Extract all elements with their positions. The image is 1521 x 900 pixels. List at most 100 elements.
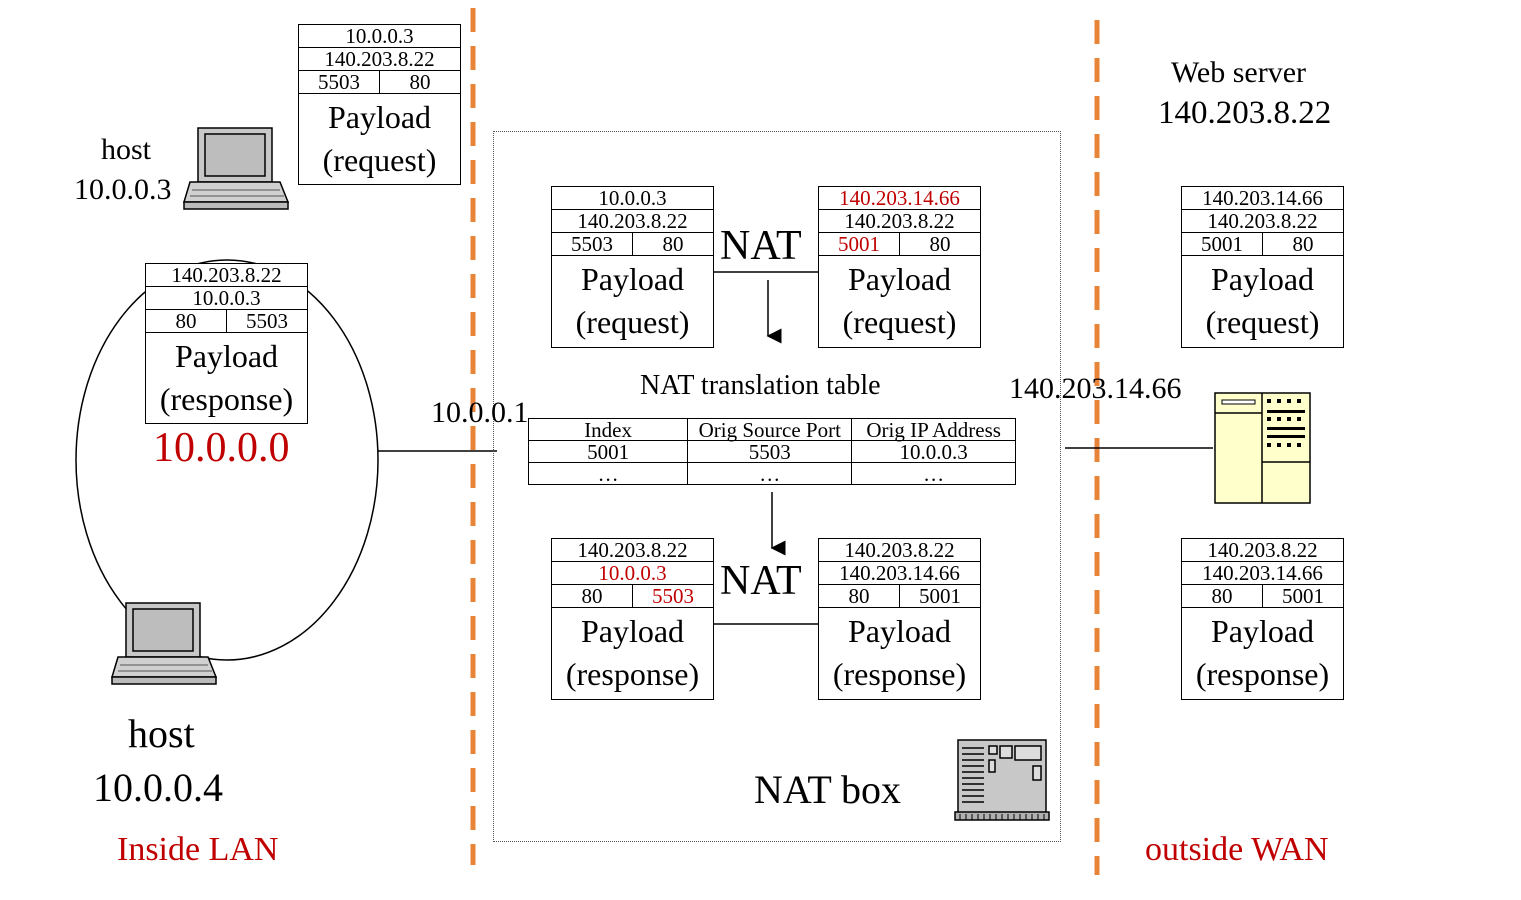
- laptop-top-icon: [182, 127, 290, 210]
- host-top-ip: 10.0.0.3: [74, 173, 172, 206]
- payload-title: Payload: [174, 338, 279, 374]
- table-cell: …: [851, 462, 1016, 485]
- packet-nat-in-response: 140.203.8.22 140.203.14.66 80 5001 Paylo…: [818, 538, 981, 700]
- web-server-icon: [1214, 392, 1311, 504]
- packet-dport: 5001: [899, 585, 980, 607]
- packet-sport: 80: [1211, 585, 1233, 608]
- packet-nat-in-request: 10.0.0.3 140.203.8.22 5503 80 Payload (r…: [551, 186, 714, 348]
- packet-src: 140.203.8.22: [552, 539, 713, 562]
- packet-src: 140.203.8.22: [819, 539, 980, 562]
- packet-sport-translated: 5001: [838, 233, 880, 256]
- packet-dport: 80: [632, 233, 713, 255]
- packet-dst: 140.203.8.22: [552, 210, 713, 233]
- packet-sport: 80: [175, 310, 197, 333]
- payload-title: Payload: [847, 613, 952, 649]
- packet-payload: Payload (response): [146, 333, 307, 421]
- table-row: 5001 5503 10.0.0.3: [527, 440, 1016, 463]
- packet-src: 10.0.0.3: [552, 187, 713, 210]
- payload-kind: (response): [159, 381, 294, 417]
- packet-sport: 5503: [571, 233, 613, 256]
- payload-title: Payload: [580, 613, 685, 649]
- outside-wan-label: outside WAN: [1145, 831, 1329, 868]
- packet-dport: 5503: [226, 310, 307, 332]
- packet-ports: 5503 80: [299, 71, 460, 94]
- packet-dst: 140.203.8.22: [299, 48, 460, 71]
- packet-src: 140.203.8.22: [1182, 539, 1343, 562]
- table-cell: 5503: [687, 440, 853, 463]
- packet-src: 140.203.8.22: [146, 264, 307, 287]
- packet-src: 140.203.14.66: [1182, 187, 1343, 210]
- payload-kind: (request): [322, 142, 437, 178]
- packet-sport: 5503: [318, 71, 360, 94]
- nat-device-icon: [954, 739, 1050, 821]
- table-cell: …: [527, 462, 689, 485]
- packet-dport: 80: [379, 71, 460, 93]
- packet-dport: 80: [1262, 233, 1343, 255]
- packet-sport: 80: [848, 585, 870, 608]
- table-header-row: Index Orig Source Port Orig IP Address: [527, 418, 1016, 441]
- packet-dport: 5001: [1262, 585, 1343, 607]
- packet-dport: 80: [899, 233, 980, 255]
- table-header: Orig IP Address: [851, 418, 1016, 441]
- payload-kind: (request): [575, 304, 690, 340]
- packet-payload: Payload (request): [819, 256, 980, 344]
- packet-payload: Payload (response): [552, 608, 713, 696]
- host-bottom-label: host: [128, 711, 195, 756]
- packet-dst-translated: 10.0.0.3: [552, 562, 713, 585]
- packet-sport: 80: [581, 585, 603, 608]
- payload-title: Payload: [847, 261, 952, 297]
- payload-kind: (request): [1205, 304, 1320, 340]
- payload-kind: (response): [832, 656, 967, 692]
- packet-payload: Payload (response): [819, 608, 980, 696]
- table-cell: 5001: [527, 440, 689, 463]
- payload-title: Payload: [1210, 261, 1315, 297]
- nat-translation-table: Index Orig Source Port Orig IP Address 5…: [527, 418, 1016, 485]
- payload-kind: (response): [565, 656, 700, 692]
- nat-box-frame: [493, 131, 1061, 842]
- payload-kind: (request): [842, 304, 957, 340]
- nat-label-top: NAT: [720, 223, 802, 269]
- gateway-ip-label: 10.0.0.1: [431, 396, 529, 429]
- table-header: Index: [527, 418, 689, 441]
- packet-host-request: 10.0.0.3 140.203.8.22 5503 80 Payload (r…: [298, 24, 461, 185]
- packet-dport-translated: 5503: [632, 585, 713, 607]
- packet-wan-request: 140.203.14.66 140.203.8.22 5001 80 Paylo…: [1181, 186, 1344, 348]
- packet-src-translated: 140.203.14.66: [819, 187, 980, 210]
- lan-ellipse: [75, 259, 379, 661]
- packet-ports: 80 5503: [552, 585, 713, 608]
- packet-ports: 80 5001: [819, 585, 980, 608]
- table-cell: …: [687, 462, 853, 485]
- nat-box-label: NAT box: [754, 767, 902, 812]
- packet-payload: Payload (request): [1182, 256, 1343, 344]
- packet-ports: 5503 80: [552, 233, 713, 256]
- table-row: … … …: [527, 462, 1016, 485]
- packet-ports: 5001 80: [819, 233, 980, 256]
- host-top-label: host: [101, 133, 152, 166]
- lan-network-label: 10.0.0.0: [153, 425, 290, 471]
- nat-label-bottom: NAT: [720, 558, 802, 604]
- nat-table-title: NAT translation table: [640, 370, 881, 401]
- table-header: Orig Source Port: [687, 418, 853, 441]
- packet-payload: Payload (response): [1182, 608, 1343, 696]
- table-cell: 10.0.0.3: [851, 440, 1016, 463]
- packet-ports: 80 5503: [146, 310, 307, 333]
- packet-ports: 5001 80: [1182, 233, 1343, 256]
- packet-dst: 140.203.14.66: [1182, 562, 1343, 585]
- packet-payload: Payload (request): [552, 256, 713, 344]
- packet-dst: 140.203.14.66: [819, 562, 980, 585]
- host-bottom-ip: 10.0.0.4: [93, 765, 223, 810]
- packet-ports: 80 5001: [1182, 585, 1343, 608]
- packet-dst: 10.0.0.3: [146, 287, 307, 310]
- packet-payload: Payload (request): [299, 94, 460, 182]
- inside-lan-label: Inside LAN: [117, 831, 279, 868]
- wan-public-ip-label: 140.203.14.66: [1009, 372, 1182, 405]
- web-server-ip: 140.203.8.22: [1158, 95, 1332, 131]
- packet-nat-out-request: 140.203.14.66 140.203.8.22 5001 80 Paylo…: [818, 186, 981, 348]
- packet-host-response: 140.203.8.22 10.0.0.3 80 5503 Payload (r…: [145, 263, 308, 424]
- web-server-label: Web server: [1171, 56, 1307, 89]
- laptop-bottom-icon: [110, 602, 218, 685]
- payload-title: Payload: [1210, 613, 1315, 649]
- payload-title: Payload: [580, 261, 685, 297]
- packet-dst: 140.203.8.22: [819, 210, 980, 233]
